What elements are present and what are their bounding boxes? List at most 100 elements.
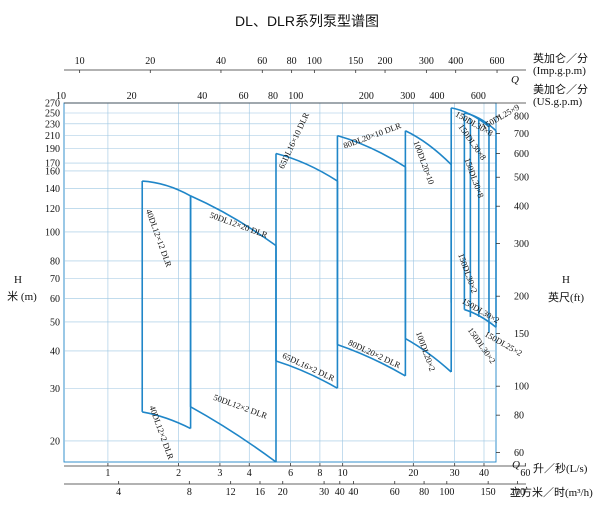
left-tick-label: 50 (50, 317, 60, 328)
left-tick-label: 80 (50, 256, 60, 267)
left-tick-label: 30 (50, 384, 60, 395)
bottom1-tick-label: 2 (176, 468, 181, 479)
left-tick-label: 250 (45, 108, 60, 119)
right-tick-label: 80 (514, 411, 524, 422)
pump-curve-top (464, 112, 497, 132)
bottom1-tick-label: 8 (317, 468, 322, 479)
right-tick-label: 100 (514, 382, 529, 393)
bottom2-tick-label: 150 (481, 487, 496, 498)
left-tick-label: 170 (45, 159, 60, 170)
pump-model-label: 150DL30×2 (456, 252, 480, 295)
left-tick-label: 190 (45, 144, 60, 155)
pump-model-label: 40DL12×12 DLR (144, 208, 174, 269)
top1-tick-label: 10 (75, 56, 85, 67)
pump-curve-top (337, 134, 406, 168)
top2-tick-label: 200 (359, 91, 374, 102)
top1-unit-label: 英加仑／分 (533, 51, 588, 65)
left-tick-label: 60 (50, 294, 60, 305)
right-unit-label: 英尺(ft) (548, 290, 584, 304)
top2-tick-label: 300 (400, 91, 415, 102)
right-tick-label: 600 (514, 149, 529, 160)
top2-tick-label: 10 (56, 91, 66, 102)
pump-model-label: 50DL12×20 DLR (208, 210, 269, 240)
top1-tick-label: 200 (378, 56, 393, 67)
top1-tick-label: 40 (216, 56, 226, 67)
left-tick-label: 20 (50, 436, 60, 447)
pump-model-label: 40DL12×2 DLR (147, 404, 176, 461)
bottom1-tick-label: 60 (520, 468, 530, 479)
bottom2-tick-label: 20 (278, 487, 288, 498)
bottom1-tick-label: 1 (105, 468, 110, 479)
right-tick-label: 700 (514, 129, 529, 140)
left-tick-label: 70 (50, 274, 60, 285)
right-tick-label: 400 (514, 202, 529, 213)
left-tick-label: 210 (45, 131, 60, 142)
bottom2-tick-label: 4 (116, 487, 121, 498)
bottom2-tick-label: 80 (419, 487, 429, 498)
bottom1-tick-label: 6 (288, 468, 293, 479)
pump-curve-top (275, 152, 338, 182)
bottom2-tick-label: 16 (255, 487, 265, 498)
top2-tick-label: 20 (127, 91, 137, 102)
pump-model-label: 100DL20×2 (414, 330, 438, 373)
pump-curve-top (190, 195, 277, 247)
left-tick-label: 160 (45, 166, 60, 177)
bottom2-tick-label: 60 (390, 487, 400, 498)
bottom2-unit-label: 立方米／时(m³/h) (510, 485, 593, 499)
bottom1-tick-label: 40 (479, 468, 489, 479)
bottom2-tick-label: 200 (510, 487, 525, 498)
top-q-symbol: Q (511, 74, 519, 86)
top2-tick-label: 400 (430, 91, 445, 102)
bottom1-tick-label: 3 (217, 468, 222, 479)
pump-curve-bottom (275, 360, 338, 389)
top2-unit-label: 美加仑／分 (533, 82, 588, 96)
right-h-symbol: H (562, 274, 570, 286)
pump-curve-bottom (190, 406, 277, 463)
top1-tick-label: 600 (490, 56, 505, 67)
left-tick-label: 40 (50, 346, 60, 357)
pump-curve-top (405, 130, 452, 166)
top2-tick-label: 100 (288, 91, 303, 102)
top2-unit-sub: (US.g.p.m) (533, 96, 583, 108)
top1-tick-label: 80 (287, 56, 297, 67)
right-tick-label: 60 (514, 448, 524, 459)
top1-tick-label: 100 (307, 56, 322, 67)
right-tick-label: 500 (514, 173, 529, 184)
bottom2-tick-label: 40 (335, 487, 345, 498)
axes: 2030405060708010012014016017019021023025… (7, 51, 593, 499)
left-tick-label: 120 (45, 204, 60, 215)
left-h-symbol: H (14, 274, 22, 286)
pump-model-label: 50DL12×2 DLR (212, 392, 269, 421)
pump-curve-bottom (142, 411, 191, 430)
bottom2-tick-label: 100 (439, 487, 454, 498)
top2-tick-label: 60 (239, 91, 249, 102)
bottom-q-symbol: Q (512, 459, 520, 471)
bottom2-tick-label: 40 (348, 487, 358, 498)
bottom1-tick-label: 4 (247, 468, 252, 479)
top1-tick-label: 150 (348, 56, 363, 67)
pump-model-label: 100DL20×10 (411, 139, 436, 186)
pump-model-label: 65DL16×2 DLR (281, 350, 337, 383)
pump-curve-bottom (464, 308, 497, 328)
pump-model-label: 65DL16×10 DLR (276, 111, 311, 171)
bottom1-tick-label: 10 (338, 468, 348, 479)
left-tick-label: 270 (45, 99, 60, 110)
top1-tick-label: 400 (448, 56, 463, 67)
bottom1-tick-label: 20 (408, 468, 418, 479)
curve-labels: 40DL12×12 DLR 40DL12×2 DLR 50DL12×20 DLR 50… (144, 102, 524, 461)
chart-title: DL、DLR系列泵型谱图 (235, 13, 379, 29)
pump-curve-bottom (337, 343, 406, 377)
right-tick-label: 150 (514, 329, 529, 340)
bottom2-tick-label: 8 (187, 487, 192, 498)
bottom2-tick-label: 30 (319, 487, 329, 498)
left-unit-label: 米 (m) (7, 290, 37, 303)
top1-unit-sub: (Imp.g.p.m) (533, 65, 586, 77)
top2-tick-label: 40 (197, 91, 207, 102)
left-tick-label: 100 (45, 227, 60, 238)
pump-curve-top (142, 180, 191, 197)
top2-tick-label: 600 (471, 91, 486, 102)
right-tick-label: 300 (514, 239, 529, 250)
bottom2-tick-label: 12 (226, 487, 236, 498)
pump-curve-bottom (404, 337, 452, 373)
